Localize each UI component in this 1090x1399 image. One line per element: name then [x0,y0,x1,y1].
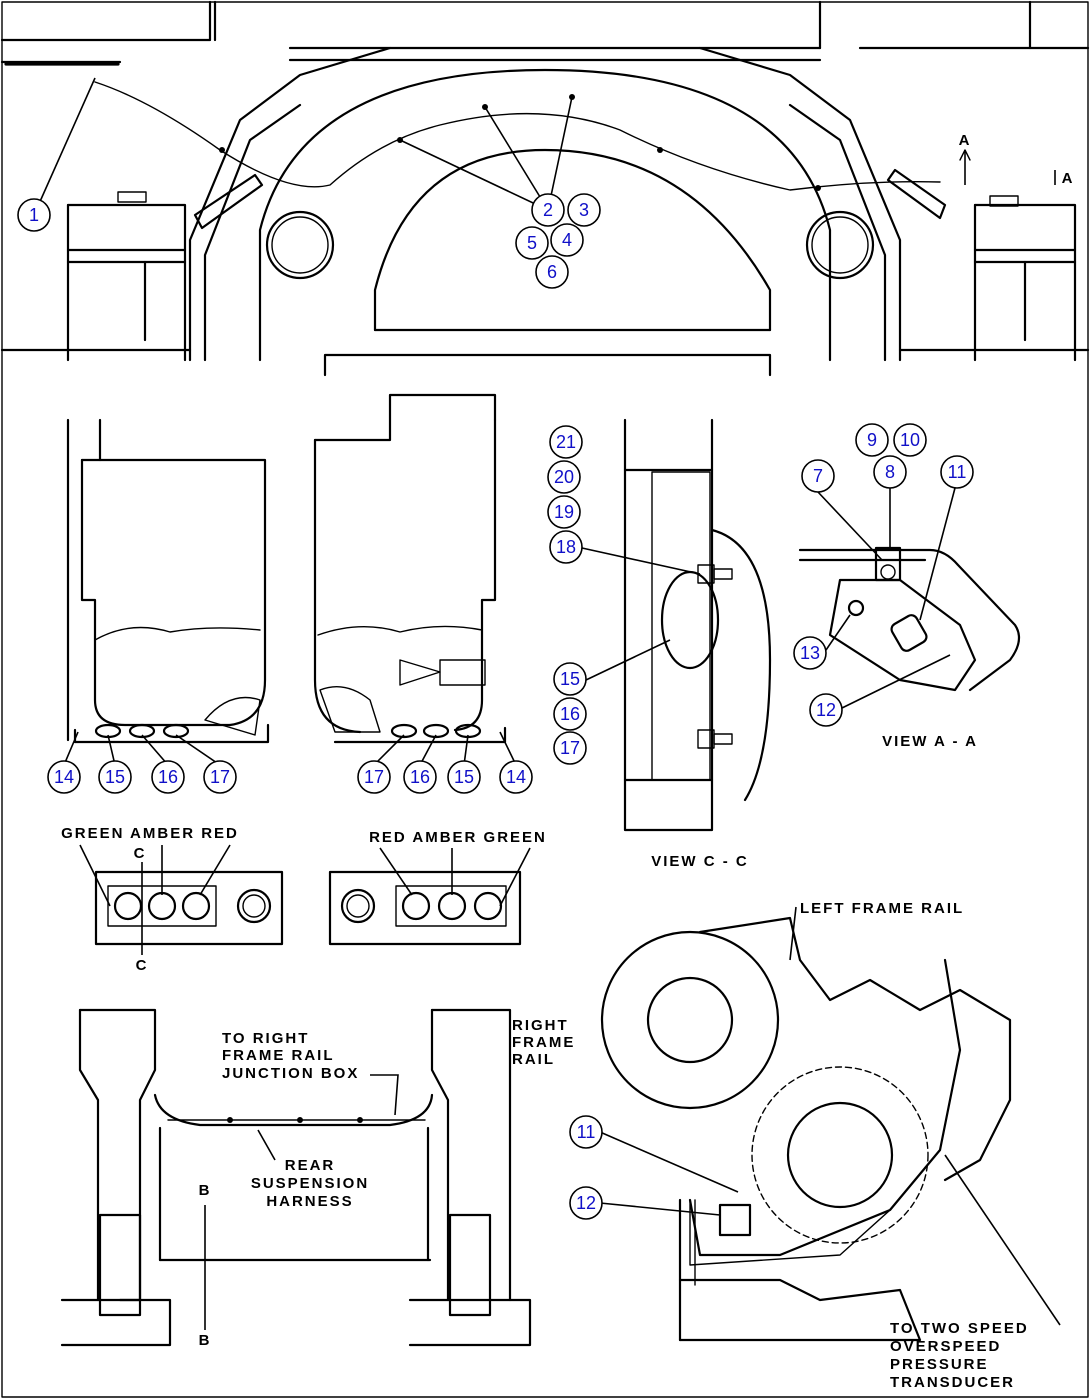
callout-6-number: 6 [547,262,557,282]
callout-4-number: 4 [562,230,572,250]
callout-20-number: 20 [554,467,574,487]
callout-8-number: 8 [885,462,895,482]
callout-10: 10 [893,423,927,457]
callout-2-number: 2 [543,200,553,220]
callout-15a-number: 15 [105,767,125,787]
callout-7: 7 [801,459,835,493]
callout-4: 4 [550,223,584,257]
callout-1-number: 1 [29,205,39,225]
to-transducer-line-2: OVERSPEED [890,1338,1001,1355]
view-aa: VIEW A - A [798,487,1021,750]
callout-14a: 14 [47,760,81,794]
callout-5: 5 [515,226,549,260]
callout-1: 1 [17,198,51,232]
callout-11b: 11 [569,1115,603,1149]
callout-6: 6 [535,255,569,289]
section-b-label-top: B [199,1182,212,1199]
callout-20: 20 [547,460,581,494]
callout-3-number: 3 [579,200,589,220]
top-view: A A [0,0,1090,377]
callout-5-number: 5 [527,233,537,253]
callout-11a-number: 11 [948,462,967,482]
callout-13-number: 13 [800,643,820,663]
callout-15b: 15 [447,760,481,794]
callout-13: 13 [793,636,827,670]
callout-12b: 12 [569,1186,603,1220]
light-panel-right: RED AMBER GREEN [328,829,547,946]
left-frame-rail-view: LEFT FRAME RAIL TO TWO SPEED OVERSPEED P… [599,900,1061,1391]
callout-18-number: 18 [556,537,576,557]
to-right-junction-line-1: TO RIGHT [222,1030,309,1047]
callout-16c-number: 16 [560,704,580,724]
callout-11a: 11 [940,455,974,489]
callout-10-number: 10 [900,430,920,450]
section-c-label-bottom: C [136,957,149,974]
callout-16b: 16 [403,760,437,794]
callout-9-number: 9 [867,430,877,450]
rear-harness-line-2: SUSPENSION [251,1175,369,1192]
callout-16c: 16 [553,697,587,731]
view-aa-label: VIEW A - A [882,733,978,750]
callout-7-number: 7 [813,466,823,486]
callout-19-number: 19 [554,502,574,522]
callout-9: 9 [855,423,889,457]
callout-16b-number: 16 [410,767,430,787]
section-a-label-right: A [1062,170,1075,187]
left-frame-rail-label: LEFT FRAME RAIL [800,900,964,917]
view-cc-label: VIEW C - C [651,853,749,870]
callout-17c-number: 17 [560,738,580,758]
callout-12a-number: 12 [816,700,836,720]
light-housings [63,393,517,766]
callout-12b-number: 12 [576,1193,596,1213]
light-panel-left: GREEN AMBER RED C C [61,825,284,974]
view-cc: VIEW C - C [581,418,772,870]
rear-suspension-view: B B TO RIGHT FRAME RAIL JUNCTION BOX RIG… [60,1008,575,1349]
callout-2: 2 [531,193,565,227]
callout-17b-number: 17 [364,767,384,787]
callout-14a-number: 14 [54,767,74,787]
light-colors-left: GREEN AMBER RED [61,825,239,842]
section-c-label-top: C [134,845,147,862]
callout-17a-number: 17 [210,767,230,787]
callout-15c-number: 15 [560,669,580,689]
right-frame-rail-line-1: RIGHT [512,1017,569,1034]
callout-15c: 15 [553,662,587,696]
callout-16a-number: 16 [158,767,178,787]
callout-8: 8 [873,455,907,489]
callout-18: 18 [549,530,583,564]
callout-17a: 17 [203,760,237,794]
callout-11b-number: 11 [577,1122,596,1142]
to-transducer-line-1: TO TWO SPEED [890,1320,1029,1337]
callout-15a: 15 [98,760,132,794]
to-right-junction-line-3: JUNCTION BOX [222,1065,359,1082]
light-colors-right: RED AMBER GREEN [369,829,547,846]
callout-19: 19 [547,495,581,529]
section-b-label-bottom: B [199,1332,212,1349]
callout-17b: 17 [357,760,391,794]
to-transducer-line-4: TRANSDUCER [890,1374,1015,1391]
to-right-junction-line-2: FRAME RAIL [222,1047,335,1064]
callout-14b-number: 14 [506,767,526,787]
callout-3: 3 [567,193,601,227]
callout-17c: 17 [553,731,587,765]
right-frame-rail-line-2: FRAME [512,1034,575,1051]
callout-14b: 14 [499,760,533,794]
callout-21-number: 21 [556,432,576,452]
callout-15b-number: 15 [454,767,474,787]
callout-21: 21 [549,425,583,459]
right-frame-rail-line-3: RAIL [512,1051,555,1068]
section-a-label-left: A [959,132,972,149]
rear-harness-line-1: REAR [285,1157,336,1174]
to-transducer-line-3: PRESSURE [890,1356,989,1373]
rear-harness-line-3: HARNESS [266,1193,353,1210]
callout-16a: 16 [151,760,185,794]
callout-12a: 12 [809,693,843,727]
